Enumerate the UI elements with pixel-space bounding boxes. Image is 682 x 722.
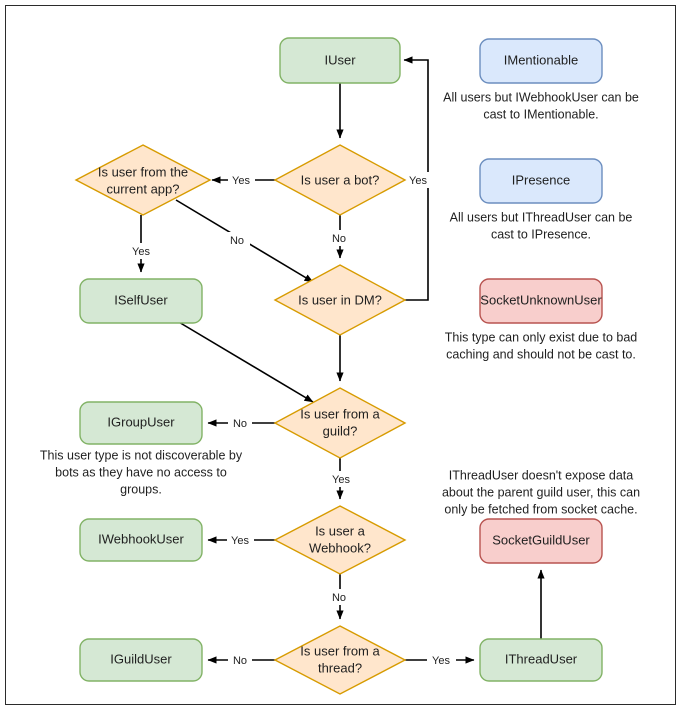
node-imentionable[interactable]: IMentionable: [479, 38, 603, 84]
note-imentionable-line-1: All users but IWebhookUser can be: [443, 90, 639, 104]
edge-dm-yes-to-iuser: Yes: [403, 56, 433, 301]
note-imentionable-line-2: cast to IMentionable.: [483, 107, 598, 121]
note-igroupuser-line-3: groups.: [120, 482, 162, 496]
nodes-layer: IUser Is user a bot? Is user from the cu…: [74, 37, 603, 695]
node-is-user-from-guild[interactable]: Is user from a guild?: [273, 387, 407, 459]
node-label-is-user-in-dm: Is user in DM?: [298, 292, 382, 307]
node-iselfuser[interactable]: ISelfUser: [79, 278, 203, 324]
note-socketguilduser: IThreadUser doesn't expose data about th…: [442, 468, 640, 516]
edge-selfuser-to-guild: [171, 317, 314, 403]
node-label-is-user-a-bot: Is user a bot?: [301, 172, 380, 187]
node-label-is-user-current-app-1: Is user from the: [98, 164, 188, 179]
edge-guild-yes-to-webhook: Yes: [328, 458, 355, 500]
edge-label-bot-no: No: [332, 233, 346, 245]
node-iguilduser[interactable]: IGuildUser: [79, 638, 203, 682]
edge-bot-yes-to-current-app: Yes: [211, 172, 275, 188]
node-label-iwebhookuser: IWebhookUser: [98, 531, 184, 546]
edge-thread-yes-to-ithread: Yes: [405, 652, 475, 668]
node-is-user-from-thread[interactable]: Is user from a thread?: [273, 625, 407, 695]
edge-webhook-no-to-thread: No: [328, 574, 352, 620]
node-is-user-in-dm[interactable]: Is user in DM?: [273, 264, 407, 336]
edge-label-webhook-yes: Yes: [231, 535, 249, 547]
note-ipresence-line-1: All users but IThreadUser can be: [450, 210, 633, 224]
node-label-is-user-a-webhook-1: Is user a: [315, 523, 366, 538]
edge-label-guild-no: No: [233, 418, 247, 430]
edge-thread-no-to-iguild: No: [207, 652, 275, 668]
note-socketunknownuser-line-1: This type can only exist due to bad: [445, 330, 638, 344]
node-label-is-user-from-thread-1: Is user from a: [300, 643, 380, 658]
node-ipresence[interactable]: IPresence: [479, 158, 603, 204]
note-igroupuser-line-2: bots as they have no access to: [55, 465, 227, 479]
edge-bot-no-to-dm: No: [328, 215, 352, 259]
node-label-is-user-a-webhook-2: Webhook?: [309, 540, 371, 555]
node-label-iselfuser: ISelfUser: [114, 292, 168, 307]
node-label-iguilduser: IGuildUser: [110, 651, 172, 666]
edge-label-thread-no: No: [233, 655, 247, 667]
note-ipresence: All users but IThreadUser can be cast to…: [450, 210, 633, 241]
edge-guild-no-to-group: No: [207, 415, 275, 431]
node-label-imentionable: IMentionable: [504, 52, 578, 67]
edges-layer: Yes No Yes No: [129, 56, 545, 668]
note-socketunknownuser: This type can only exist due to bad cach…: [445, 330, 638, 361]
note-imentionable: All users but IWebhookUser can be cast t…: [443, 90, 639, 121]
node-igroupuser[interactable]: IGroupUser: [79, 401, 203, 445]
node-iwebhookuser[interactable]: IWebhookUser: [79, 518, 203, 562]
node-iuser[interactable]: IUser: [279, 37, 401, 84]
note-socketguilduser-line-1: IThreadUser doesn't expose data: [449, 468, 633, 482]
node-label-igroupuser: IGroupUser: [107, 414, 175, 429]
edge-label-guild-yes: Yes: [332, 474, 350, 486]
node-is-user-a-webhook[interactable]: Is user a Webhook?: [273, 505, 407, 575]
edge-webhook-yes-to-iwebhook: Yes: [207, 532, 275, 548]
edge-current-app-yes-to-self: Yes: [129, 215, 156, 273]
edge-label-webhook-no: No: [332, 592, 346, 604]
node-is-user-a-bot[interactable]: Is user a bot?: [273, 144, 407, 216]
node-label-socketguilduser: SocketGuildUser: [492, 532, 590, 547]
note-socketguilduser-line-2: about the parent guild user, this can: [442, 485, 640, 499]
edge-current-app-no-to-dm: No: [175, 199, 314, 283]
node-socketguilduser[interactable]: SocketGuildUser: [479, 518, 603, 564]
node-label-socketunknownuser: SocketUnknownUser: [480, 292, 602, 307]
node-label-is-user-from-guild-1: Is user from a: [300, 406, 380, 421]
edge-label-dm-yes: Yes: [409, 175, 427, 187]
note-igroupuser: This user type is not discoverable by bo…: [40, 448, 243, 496]
edge-label-thread-yes: Yes: [432, 655, 450, 667]
node-label-ipresence: IPresence: [512, 172, 571, 187]
note-igroupuser-line-1: This user type is not discoverable by: [40, 448, 243, 462]
node-label-is-user-from-thread-2: thread?: [318, 660, 362, 675]
edge-label-bot-yes: Yes: [232, 175, 250, 187]
note-socketguilduser-line-3: only be fetched from socket cache.: [444, 502, 637, 516]
note-ipresence-line-2: cast to IPresence.: [491, 227, 591, 241]
note-socketunknownuser-line-2: caching and should not be cast to.: [446, 347, 636, 361]
node-socketunknownuser[interactable]: SocketUnknownUser: [479, 278, 603, 324]
edge-label-current-app-no: No: [230, 235, 244, 247]
node-ithreaduser[interactable]: IThreadUser: [479, 638, 603, 682]
notes-layer: All users but IWebhookUser can be cast t…: [40, 90, 640, 516]
edge-label-current-app-yes: Yes: [132, 246, 150, 258]
node-is-user-current-app[interactable]: Is user from the current app?: [74, 144, 212, 216]
node-label-iuser: IUser: [324, 52, 356, 67]
node-label-is-user-current-app-2: current app?: [107, 181, 180, 196]
node-label-is-user-from-guild-2: guild?: [323, 423, 358, 438]
node-label-ithreaduser: IThreadUser: [505, 651, 578, 666]
